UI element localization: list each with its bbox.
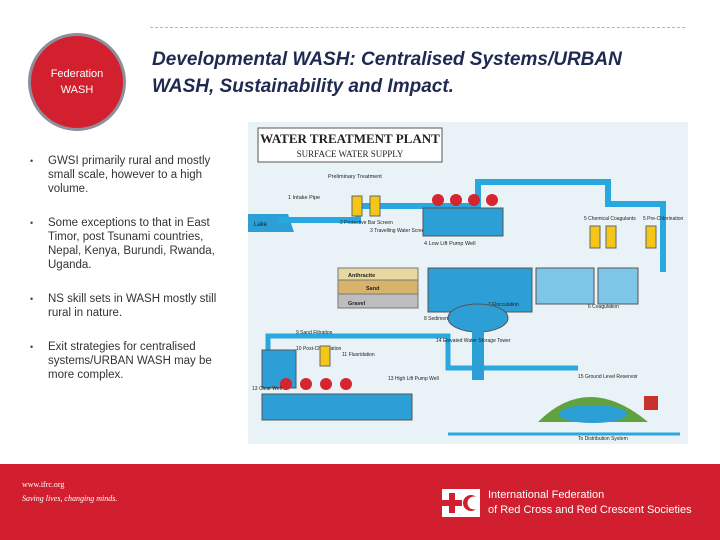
high-lift-motor xyxy=(300,378,312,390)
low-lift-pump-well xyxy=(422,207,504,237)
sand-filtration-label: 9 Sand Filtration xyxy=(296,330,333,336)
gravel-layer xyxy=(337,293,419,309)
footer-tagline: Saving lives, changing minds. xyxy=(22,494,118,503)
diagram-subtitle: SURFACE WATER SUPPLY xyxy=(297,149,404,159)
chlorination-tank xyxy=(645,225,657,249)
bullet-item: NS skill sets in WASH mostly still rural… xyxy=(30,292,230,320)
flocculation-tank xyxy=(535,267,595,305)
diagram-title: WATER TREATMENT PLANT xyxy=(260,131,440,146)
ground-reservoir-label: 15 Ground Level Reservoir xyxy=(578,374,638,380)
house xyxy=(644,396,658,410)
diagram-title-box xyxy=(257,127,443,163)
coagulants-label: 5 Chemical Coagulants xyxy=(584,216,636,222)
gravel-label: Gravel xyxy=(348,301,366,307)
coagulant-tank xyxy=(589,225,601,249)
footer-url[interactable]: www.ifrc.org xyxy=(22,480,65,489)
high-lift-motor xyxy=(320,378,332,390)
protective-screen-label: 2 Protective Bar Screen xyxy=(340,220,393,226)
ifrc-name-line-2: of Red Cross and Red Crescent Societies xyxy=(488,504,692,516)
slide-title: Developmental WASH: Centralised Systems/… xyxy=(152,49,622,97)
travelling-screen-label: 3 Travelling Water Screen xyxy=(370,228,428,234)
clear-well-label: 13 Clear Well xyxy=(252,386,282,392)
filtration-tank xyxy=(261,349,297,389)
lower-pipe xyxy=(265,333,578,374)
post-chlorination-label: 10 Post-Chlorination xyxy=(296,346,342,352)
distribution-label: To Distribution System xyxy=(578,436,628,442)
high-lift-label: 13 High Lift Pump Well xyxy=(388,376,439,382)
pump-motor xyxy=(450,194,462,206)
header-divider xyxy=(150,27,685,28)
bullet-item: Some exceptions to that in East Timor, p… xyxy=(30,216,230,272)
fluoride-tank xyxy=(319,345,331,367)
intake-pipe-label: 1 Intake Pipe xyxy=(288,195,320,201)
protective-bar-screen xyxy=(351,195,363,217)
bullet-list: GWSI primarily rural and mostly small sc… xyxy=(30,154,230,402)
red-cross-crescent-icon xyxy=(442,493,480,513)
fluoridation-label: 11 Fluoridation xyxy=(342,352,375,358)
flocculation-label: 7 Flocculation xyxy=(488,302,519,308)
ifrc-name: International Federation of Red Cross an… xyxy=(488,488,692,518)
clear-well xyxy=(261,393,413,421)
low-lift-label: 4 Low Lift Pump Well xyxy=(424,241,476,247)
ground-level-reservoir xyxy=(559,405,627,423)
travelling-water-screen xyxy=(369,195,381,217)
coagulation-label: 6 Coagulation xyxy=(588,304,619,310)
preliminary-label: Preliminary Treatment xyxy=(328,174,382,180)
bullet-item: GWSI primarily rural and mostly small sc… xyxy=(30,154,230,196)
elevated-water-tower xyxy=(447,303,509,333)
lake-label: Lake xyxy=(254,222,268,228)
coagulation-tank xyxy=(597,267,639,305)
bullet-item: Exit strategies for centralised systems/… xyxy=(30,340,230,382)
ifrc-name-line-1: International Federation xyxy=(488,489,605,501)
ifrc-logo xyxy=(442,489,480,517)
high-lift-motor xyxy=(340,378,352,390)
high-lift-motor xyxy=(280,378,292,390)
federation-wash-badge: Federation WASH xyxy=(28,33,126,131)
badge-line-2: WASH xyxy=(60,84,94,96)
coagulant-tank xyxy=(605,225,617,249)
anthracite-label: Anthracite xyxy=(348,273,375,279)
pre-chlorination-label: 5 Pre-Chlorination xyxy=(643,216,684,222)
pump-motor xyxy=(468,194,480,206)
tower-column xyxy=(472,330,484,380)
footer-bar: www.ifrc.org Saving lives, changing mind… xyxy=(0,464,720,540)
elevated-storage-label: 14 Elevated Water Storage Tower xyxy=(436,338,511,344)
pump-motor xyxy=(486,194,498,206)
water-treatment-diagram: WATER TREATMENT PLANT SURFACE WATER SUPP… xyxy=(248,122,688,444)
sand-label: Sand xyxy=(366,286,379,292)
badge-line-1: Federation xyxy=(50,68,104,80)
pump-motor xyxy=(432,194,444,206)
